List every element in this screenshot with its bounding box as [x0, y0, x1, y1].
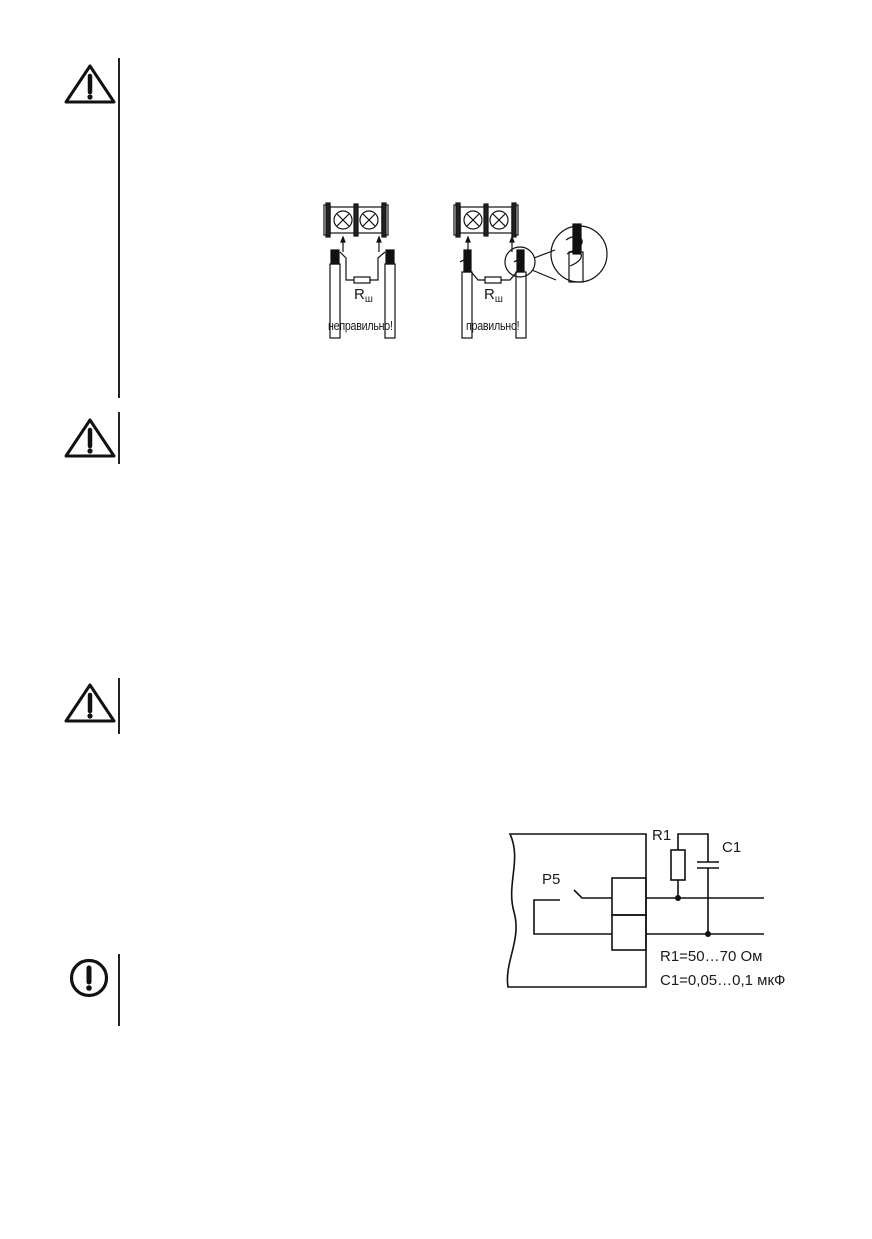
margin-rule — [118, 954, 120, 1026]
resistor-label-main: R — [484, 286, 495, 303]
exclamation-circle-icon — [69, 958, 109, 998]
capacitor-label: C1 — [722, 839, 742, 856]
resistor-label: R1 — [652, 827, 672, 844]
relay-label: Р5 — [542, 871, 561, 888]
resistor-label-right: Rш — [484, 286, 503, 305]
caption-right: правильно! — [466, 318, 520, 333]
terminal-wiring-figure: Rш Rш неправильно! правильно! — [318, 196, 618, 346]
resistor-label-main: R — [354, 286, 365, 303]
warning-triangle-icon — [64, 683, 116, 723]
margin-rule — [118, 678, 120, 734]
margin-rule — [118, 412, 120, 464]
rc-snubber-circuit-figure: Р5 R1 C1 R1=50…70 Ом C1=0,05…0,1 мкФ — [500, 822, 820, 1002]
rc-snubber-circuit-drawing — [506, 833, 764, 988]
resistor-label-left: Rш — [354, 286, 373, 305]
resistor-label-sub: ш — [494, 294, 503, 305]
resistor-value: R1=50…70 Ом — [660, 948, 763, 965]
resistor-label-sub: ш — [364, 294, 373, 305]
terminal-wiring-drawing — [323, 202, 608, 339]
caption-wrong: неправильно! — [328, 318, 393, 333]
warning-triangle-icon — [64, 64, 116, 104]
warning-triangle-icon — [64, 418, 116, 458]
margin-rule — [118, 58, 120, 398]
capacitor-value: C1=0,05…0,1 мкФ — [660, 972, 786, 989]
